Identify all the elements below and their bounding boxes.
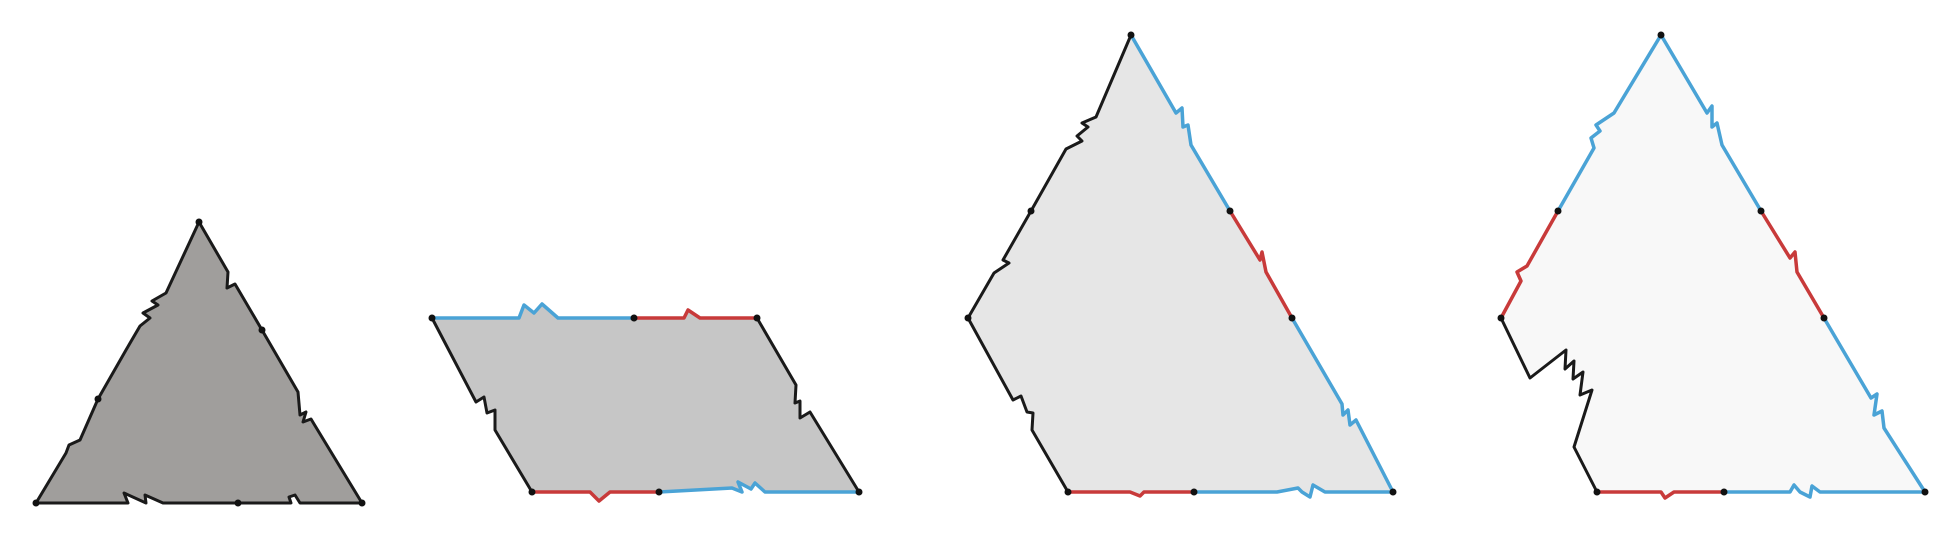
vertex-dot xyxy=(1027,207,1035,215)
panel-4-vertices xyxy=(1497,31,1929,496)
panel-2-edge-1 xyxy=(430,302,636,320)
vertex-dot xyxy=(234,499,242,507)
vertex-dot xyxy=(753,314,761,322)
vertex-dot xyxy=(258,326,266,334)
vertex-dot xyxy=(1064,488,1072,496)
panel-2-edge-5 xyxy=(530,490,661,503)
vertex-dot xyxy=(528,488,536,496)
panel-3-edge-2 xyxy=(1228,209,1294,320)
vertex-dot xyxy=(1593,488,1601,496)
vertex-dot xyxy=(195,218,203,226)
panel-3-edge-4 xyxy=(1192,483,1395,499)
panel-4-edge-6 xyxy=(1499,316,1599,494)
panel-4-edge-1 xyxy=(1659,33,1763,213)
vertex-dot xyxy=(94,395,102,403)
panel-1-fill xyxy=(36,222,362,503)
panel-3-fill xyxy=(968,35,1393,497)
panel-4-edge-8 xyxy=(1556,33,1663,213)
vertex-dot xyxy=(1820,314,1828,322)
panel-3-edge-1 xyxy=(1129,33,1232,213)
panel-3-edge-5 xyxy=(1066,490,1196,498)
panel-4-edge-3 xyxy=(1822,316,1927,494)
vertex-dot xyxy=(32,499,40,507)
vertex-dot xyxy=(630,314,638,322)
panel-2-edge-6 xyxy=(430,316,534,494)
panel-2-edge-3 xyxy=(755,316,861,494)
vertex-dot xyxy=(964,314,972,322)
vertex-dot xyxy=(1127,31,1135,39)
panel-1-edge-4 xyxy=(34,491,240,505)
panel-4-fill xyxy=(1501,35,1925,498)
panel-4-edge-7 xyxy=(1499,209,1560,320)
panel-3-edge-8 xyxy=(1029,33,1133,213)
panel-3-quadrilateral xyxy=(964,31,1397,499)
vertex-dot xyxy=(1921,488,1929,496)
vertex-dot xyxy=(655,488,663,496)
panel-1-edge-1 xyxy=(197,220,264,332)
panel-2-edge-2 xyxy=(632,308,759,320)
vertex-dot xyxy=(855,488,863,496)
panel-1-edge-5 xyxy=(34,397,100,505)
panel-4-edge-2 xyxy=(1759,209,1826,320)
panel-3-edge-6 xyxy=(966,316,1070,494)
vertex-dot xyxy=(1757,207,1765,215)
panel-4-triangle xyxy=(1497,31,1929,500)
vertex-dot xyxy=(358,499,366,507)
panel-3-edge-3 xyxy=(1290,316,1395,494)
vertex-dot xyxy=(1657,31,1665,39)
panel-3-edge-7 xyxy=(966,209,1033,320)
vertex-dot xyxy=(1288,314,1296,322)
vertex-dot xyxy=(1497,314,1505,322)
panel-1-vertices xyxy=(32,218,366,507)
vertex-dot xyxy=(1389,488,1397,496)
panel-2-fill xyxy=(432,304,859,501)
panel-4-edge-5 xyxy=(1595,490,1726,500)
panel-1-edge-6 xyxy=(96,220,201,401)
panel-1-edge-3 xyxy=(236,493,364,505)
panel-2-edge-4 xyxy=(657,480,861,494)
panel-2-parallelogram xyxy=(428,302,863,503)
vertex-dot xyxy=(428,314,436,322)
vertex-dot xyxy=(1226,207,1234,215)
panel-1-triangle xyxy=(32,218,366,507)
vertex-dot xyxy=(1190,488,1198,496)
panel-4-edge-4 xyxy=(1722,483,1927,499)
panel-3-vertices xyxy=(964,31,1397,496)
vertex-dot xyxy=(1720,488,1728,496)
panel-1-edge-2 xyxy=(260,328,364,505)
vertex-dot xyxy=(1554,207,1562,215)
panel-2-vertices xyxy=(428,314,863,496)
